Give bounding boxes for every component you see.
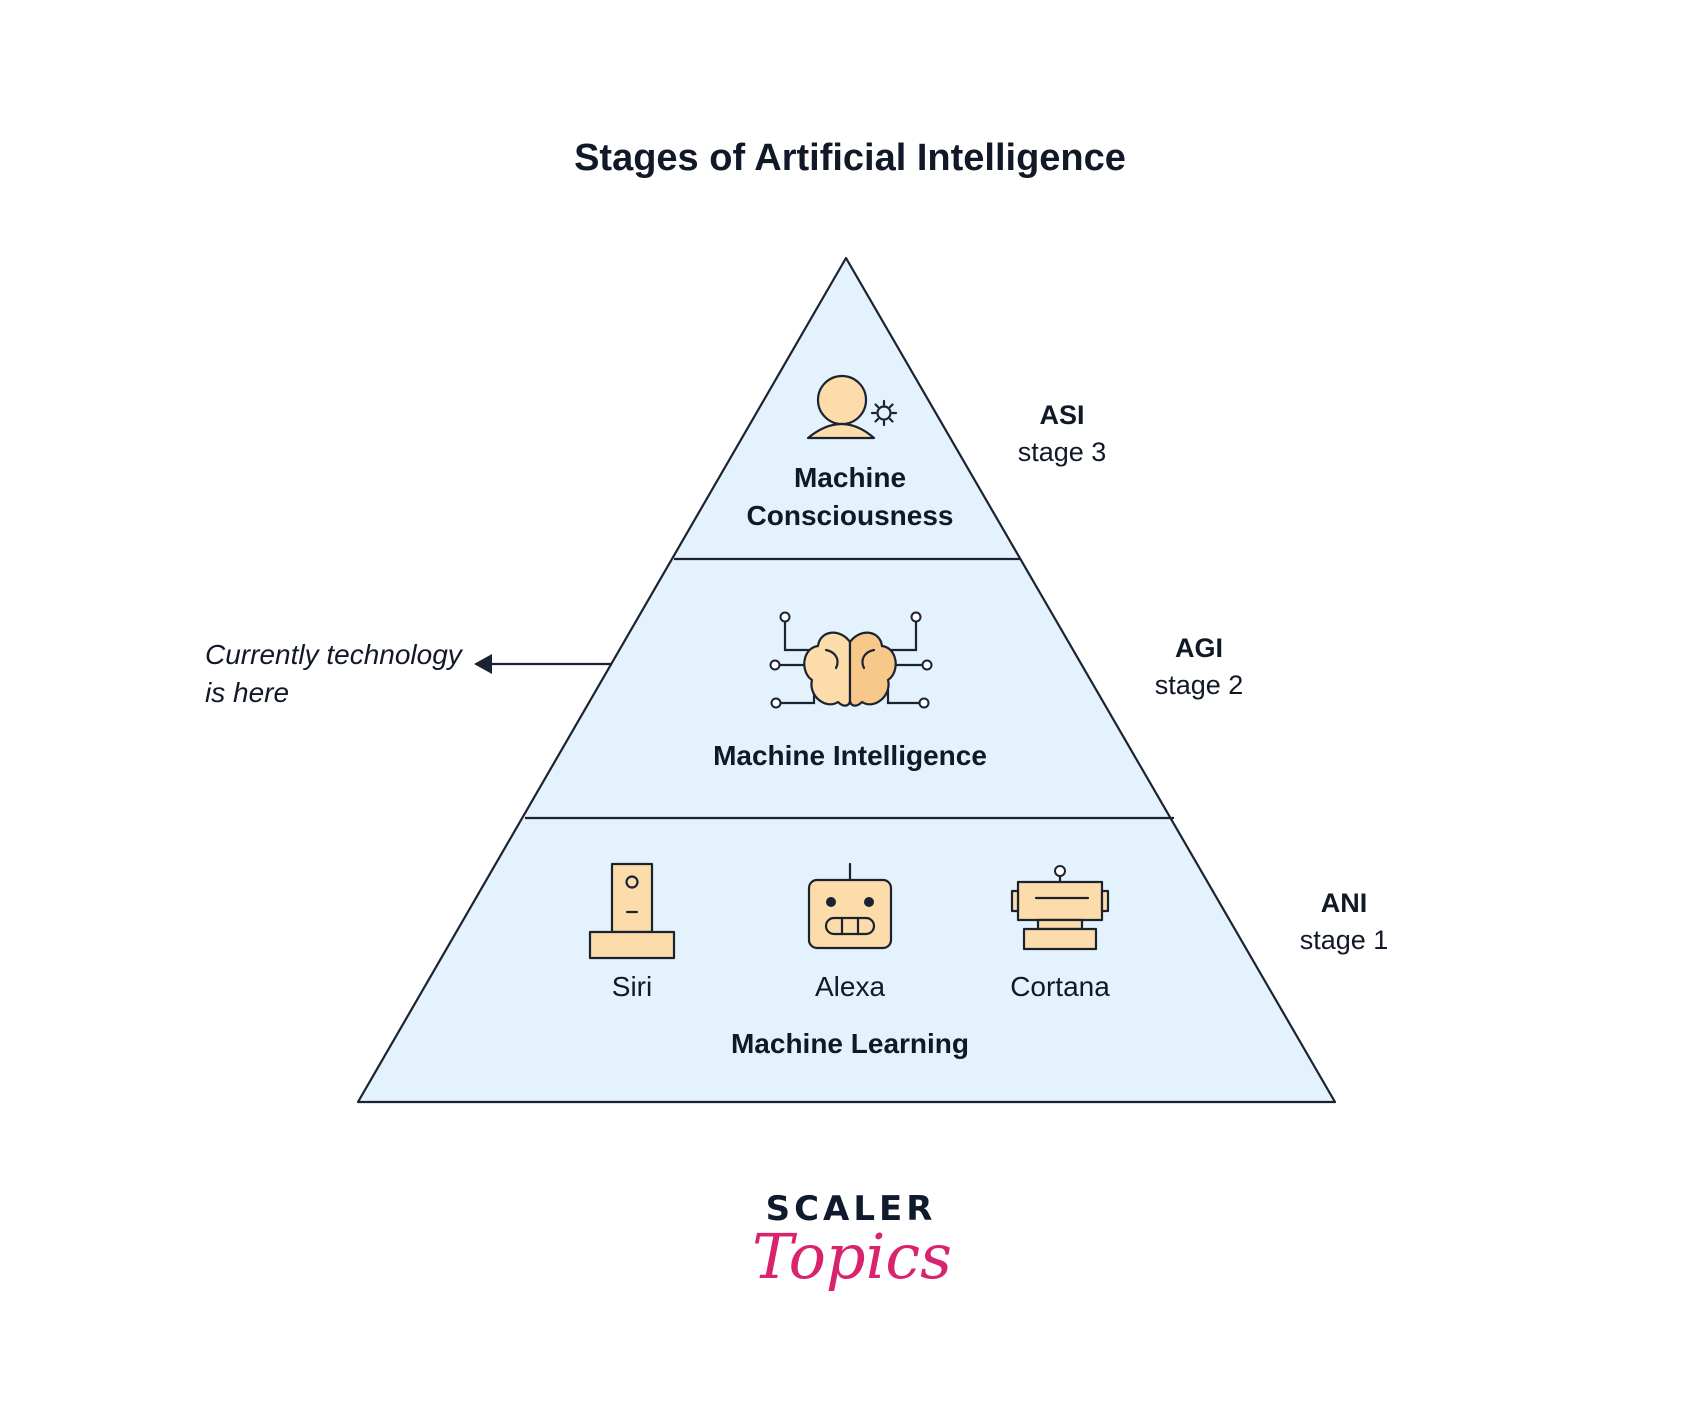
phone-stand-icon [588,862,676,960]
stage-code-agi: AGI [1175,633,1223,663]
person-gear-icon [806,374,898,440]
tier-label-middle: Machine Intelligence [713,740,987,771]
annotation-line2: is here [205,677,289,708]
diagram-title: Stages of Artificial Intelligence [574,137,1126,179]
item-label-cortana: Cortana [1010,971,1110,1002]
item-label-siri: Siri [612,971,652,1002]
logo-scaler-text: SCALER [766,1189,937,1229]
stage-text-2: stage 2 [1155,670,1244,700]
stage-text-3: stage 3 [1018,437,1107,467]
stage-code-ani: ANI [1321,888,1368,918]
tier-label-bottom: Machine Learning [731,1028,969,1059]
scaler-topics-logo: SCALER Topics [752,1189,952,1293]
tier-label-top-line1: Machine [794,462,906,493]
robot-face-icon [807,862,893,950]
arrow-left-icon [474,654,612,674]
tier-label-top-line2: Consciousness [747,500,954,531]
stage-code-asi: ASI [1039,400,1084,430]
robot-head-icon [1010,865,1110,951]
stage-text-1: stage 1 [1300,925,1389,955]
brain-circuit-icon [769,611,933,709]
annotation-line1: Currently technology [205,639,464,670]
item-label-alexa: Alexa [815,971,885,1002]
logo-topics-text: Topics [752,1220,952,1293]
